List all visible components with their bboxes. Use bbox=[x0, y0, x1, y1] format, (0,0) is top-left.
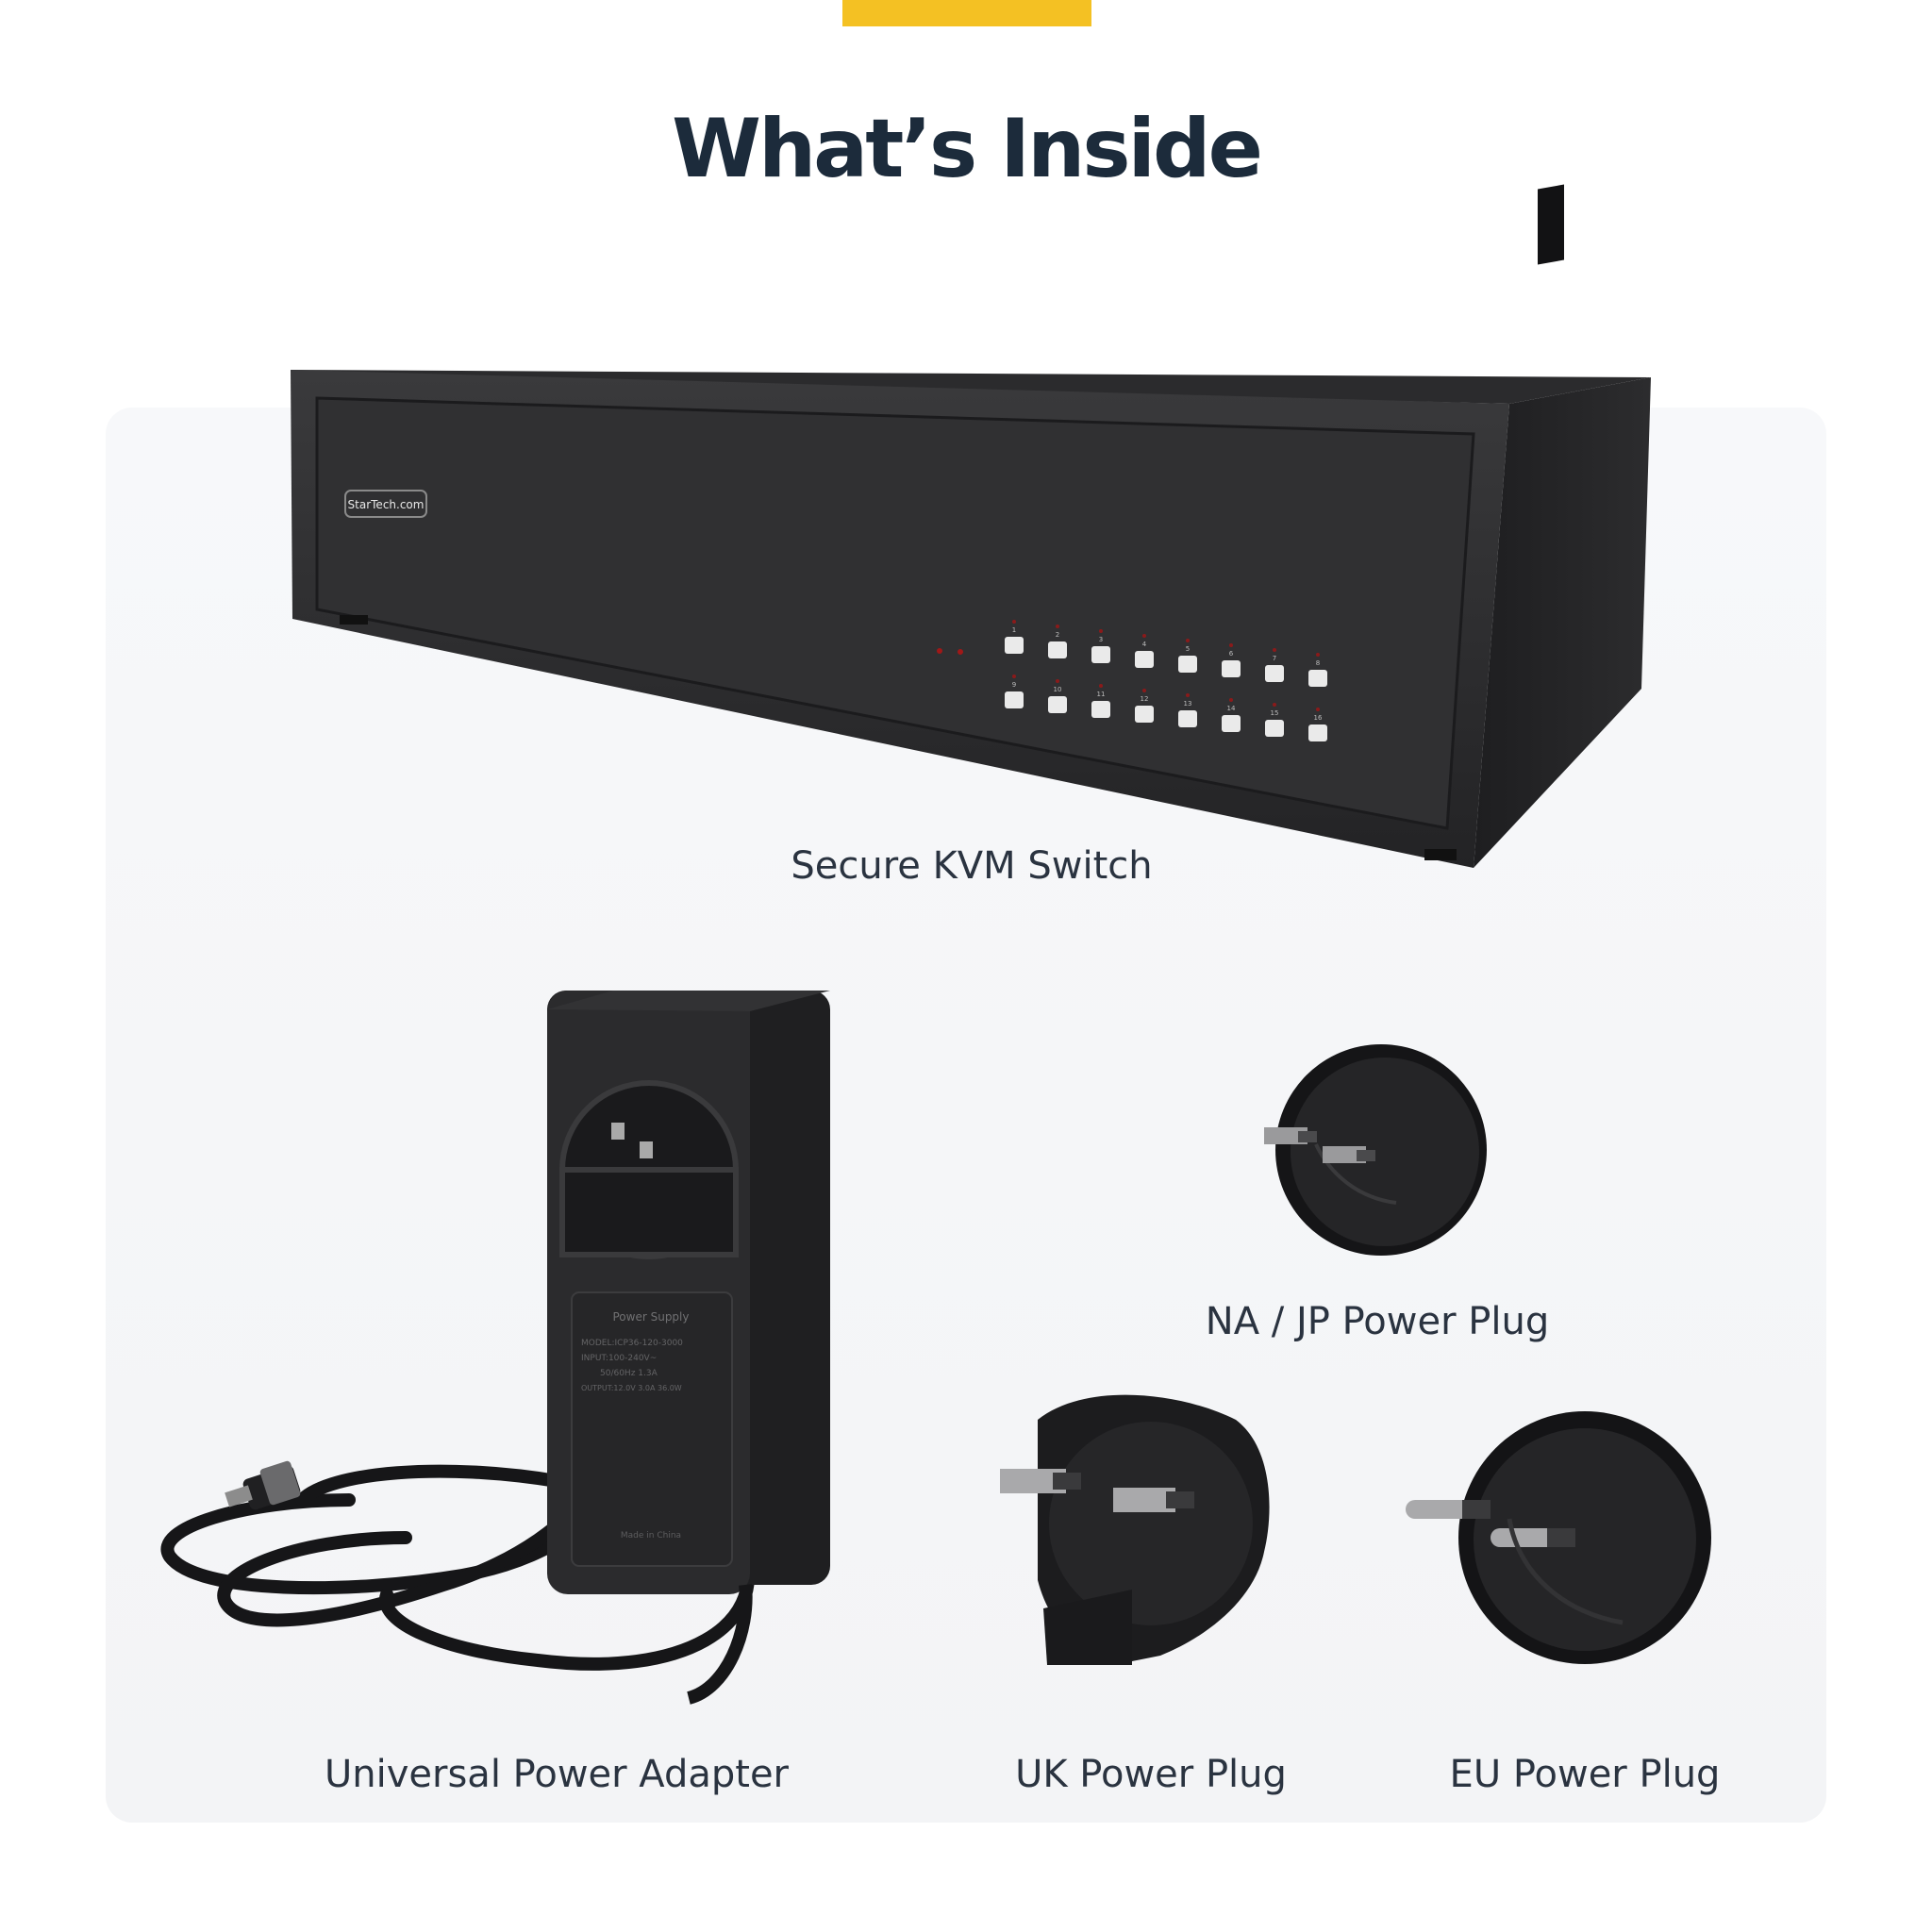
uk-plug-label: UK Power Plug bbox=[1015, 1753, 1287, 1796]
kvm-port-button-9 bbox=[1005, 691, 1024, 708]
kvm-port-button-8 bbox=[1308, 670, 1327, 687]
kvm-port-led-16 bbox=[1316, 708, 1320, 711]
kvm-port-number-6: 6 bbox=[1229, 650, 1234, 658]
kvm-port-led-8 bbox=[1316, 653, 1320, 657]
kvm-port-led-9 bbox=[1012, 675, 1016, 678]
power-adapter-image: Power Supply MODEL:ICP36-120-3000 INPUT:… bbox=[160, 991, 830, 1705]
kvm-port-button-14 bbox=[1222, 715, 1241, 732]
kvm-port-led-7 bbox=[1273, 648, 1276, 652]
kvm-port-led-3 bbox=[1099, 629, 1103, 633]
na-jp-plug-label: NA / JP Power Plug bbox=[1205, 1300, 1550, 1343]
kvm-port-led-15 bbox=[1273, 703, 1276, 707]
kvm-port-button-15 bbox=[1265, 720, 1284, 737]
kvm-port-number-2: 2 bbox=[1056, 631, 1059, 639]
adapter-sticker-title: Power Supply bbox=[613, 1310, 690, 1324]
kvm-port-number-1: 1 bbox=[1012, 626, 1016, 634]
kvm-port-led-10 bbox=[1056, 679, 1059, 683]
na-jp-plug-image bbox=[1264, 1044, 1487, 1256]
kvm-port-button-6 bbox=[1222, 660, 1241, 677]
kvm-port-button-3 bbox=[1091, 646, 1110, 663]
kvm-port-button-5 bbox=[1178, 656, 1197, 673]
kvm-port-number-13: 13 bbox=[1184, 700, 1192, 708]
adapter-sticker-line: MODEL:ICP36-120-3000 bbox=[581, 1339, 683, 1348]
adapter-sticker-line: 50/60Hz 1.3A bbox=[600, 1369, 658, 1378]
kvm-port-led-11 bbox=[1099, 684, 1103, 688]
adapter-sticker-line: INPUT:100-240V~ bbox=[581, 1354, 657, 1363]
kvm-switch-label: Secure KVM Switch bbox=[791, 844, 1153, 888]
kvm-port-number-5: 5 bbox=[1186, 645, 1190, 653]
kvm-port-led-1 bbox=[1012, 620, 1016, 624]
power-adapter-label: Universal Power Adapter bbox=[325, 1753, 789, 1796]
kvm-port-button-4 bbox=[1135, 651, 1154, 668]
page-title: What’s Inside bbox=[672, 102, 1263, 196]
brand-badge bbox=[344, 490, 427, 518]
kvm-port-led-5 bbox=[1186, 639, 1190, 642]
kvm-port-number-10: 10 bbox=[1054, 686, 1062, 693]
brand-text: StarTech.com bbox=[348, 498, 425, 511]
kvm-port-number-7: 7 bbox=[1273, 655, 1276, 662]
kvm-port-button-16 bbox=[1308, 724, 1327, 741]
kvm-port-number-15: 15 bbox=[1271, 709, 1279, 717]
adapter-sticker-line: OUTPUT:12.0V 3.0A 36.0W bbox=[581, 1384, 682, 1392]
kvm-port-led-12 bbox=[1142, 689, 1146, 692]
kvm-port-button-7 bbox=[1265, 665, 1284, 682]
kvm-port-led-6 bbox=[1229, 643, 1233, 647]
kvm-port-button-10 bbox=[1048, 696, 1067, 713]
kvm-port-led-13 bbox=[1186, 693, 1190, 697]
adapter-sticker-footer: Made in China bbox=[621, 1531, 681, 1541]
kvm-port-number-16: 16 bbox=[1314, 714, 1323, 722]
kvm-port-number-11: 11 bbox=[1097, 691, 1106, 698]
uk-plug-image bbox=[1000, 1394, 1270, 1665]
kvm-port-button-12 bbox=[1135, 706, 1154, 723]
kvm-port-button-11 bbox=[1091, 701, 1110, 718]
kvm-port-number-12: 12 bbox=[1141, 695, 1149, 703]
kvm-port-button-1 bbox=[1005, 637, 1024, 654]
kvm-port-number-4: 4 bbox=[1142, 641, 1147, 648]
kvm-port-led-4 bbox=[1142, 634, 1146, 638]
kvm-port-led-14 bbox=[1229, 698, 1233, 702]
kvm-port-number-3: 3 bbox=[1099, 636, 1103, 643]
kvm-port-number-9: 9 bbox=[1012, 681, 1016, 689]
eu-plug-label: EU Power Plug bbox=[1449, 1753, 1721, 1796]
eu-plug-image bbox=[1406, 1411, 1711, 1664]
kvm-port-number-14: 14 bbox=[1227, 705, 1236, 712]
accent-bar bbox=[842, 0, 1091, 26]
kvm-port-button-2 bbox=[1048, 641, 1067, 658]
kvm-port-button-13 bbox=[1178, 710, 1197, 727]
kvm-port-number-8: 8 bbox=[1316, 659, 1320, 667]
kvm-port-led-2 bbox=[1056, 625, 1059, 628]
